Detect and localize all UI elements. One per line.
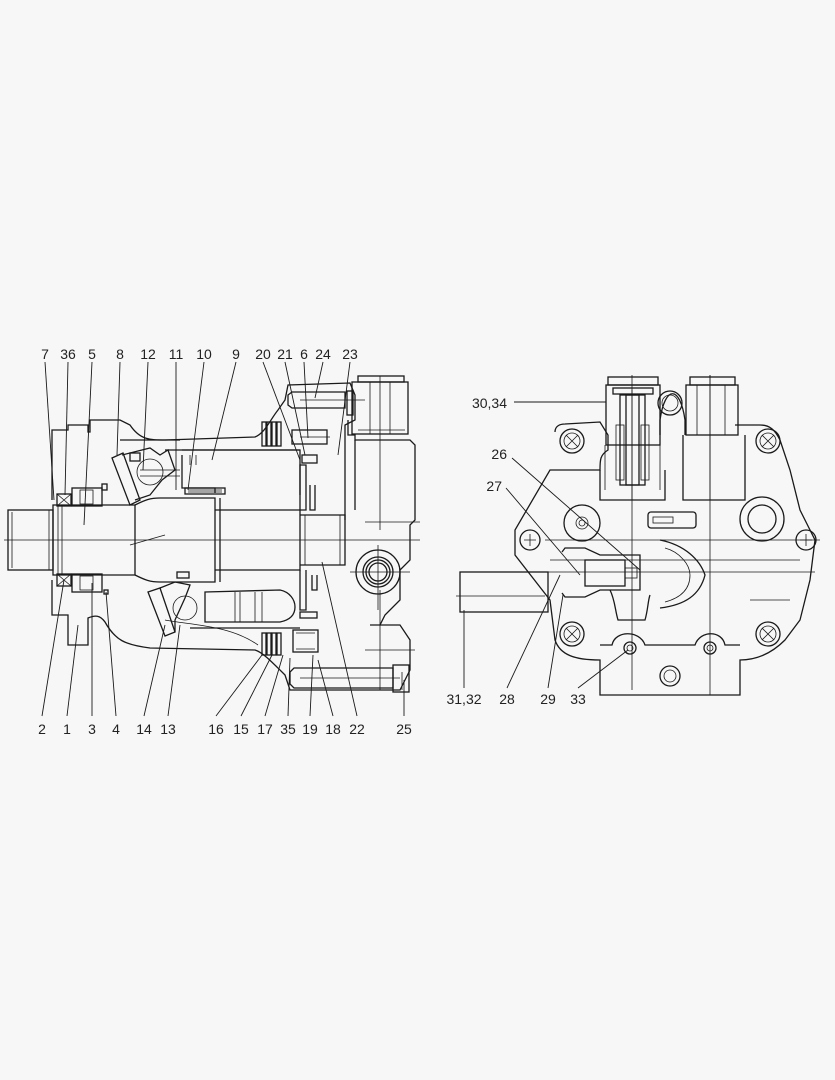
callout-label: 10 (196, 346, 212, 362)
callout-label: 3 (88, 721, 96, 737)
callout-label: 25 (396, 721, 412, 737)
callout-label: 29 (540, 691, 556, 707)
top-fitting (682, 375, 746, 501)
callout-label: 26 (491, 446, 507, 462)
upper-disc-pack (261, 421, 282, 447)
callout-label: 17 (257, 721, 273, 737)
callout-label: 12 (140, 346, 156, 362)
callout-label: 35 (280, 721, 296, 737)
callout-label: 8 (116, 346, 124, 362)
callout-label: 30,34 (471, 395, 507, 411)
callout-label: 33 (570, 691, 586, 707)
callout-label: 15 (233, 721, 249, 737)
callout-label: 2 (38, 721, 46, 737)
callout-label: 36 (60, 346, 76, 362)
lower-disc-pack (261, 632, 282, 656)
callout-label: 24 (315, 346, 331, 362)
callout-label: 16 (208, 721, 224, 737)
callout-label: 23 (342, 346, 358, 362)
solenoid (599, 376, 666, 501)
callout-label: 22 (349, 721, 365, 737)
callout-label: 28 (499, 691, 515, 707)
callout-label: 9 (232, 346, 240, 362)
callout-label: 1 (63, 721, 71, 737)
mounting-bolts (559, 428, 781, 647)
callout-label: 21 (277, 346, 293, 362)
callout-label: 6 (300, 346, 308, 362)
callout-label: 14 (136, 721, 152, 737)
callout-label: 20 (255, 346, 271, 362)
callout-label: 7 (41, 346, 49, 362)
callout-label: 27 (486, 478, 502, 494)
callout-label: 31,32 (446, 691, 482, 707)
side-view-leaders-top (44, 361, 351, 526)
callout-label: 11 (168, 346, 184, 362)
callout-label: 18 (325, 721, 341, 737)
side-view-leaders-bottom (41, 561, 405, 717)
side-section-view (4, 375, 420, 693)
callout-label: 19 (302, 721, 318, 737)
callout-label: 13 (160, 721, 176, 737)
end-view-leaders (463, 401, 641, 689)
end-view (456, 375, 820, 696)
callout-label: 5 (88, 346, 96, 362)
callout-label: 4 (112, 721, 120, 737)
